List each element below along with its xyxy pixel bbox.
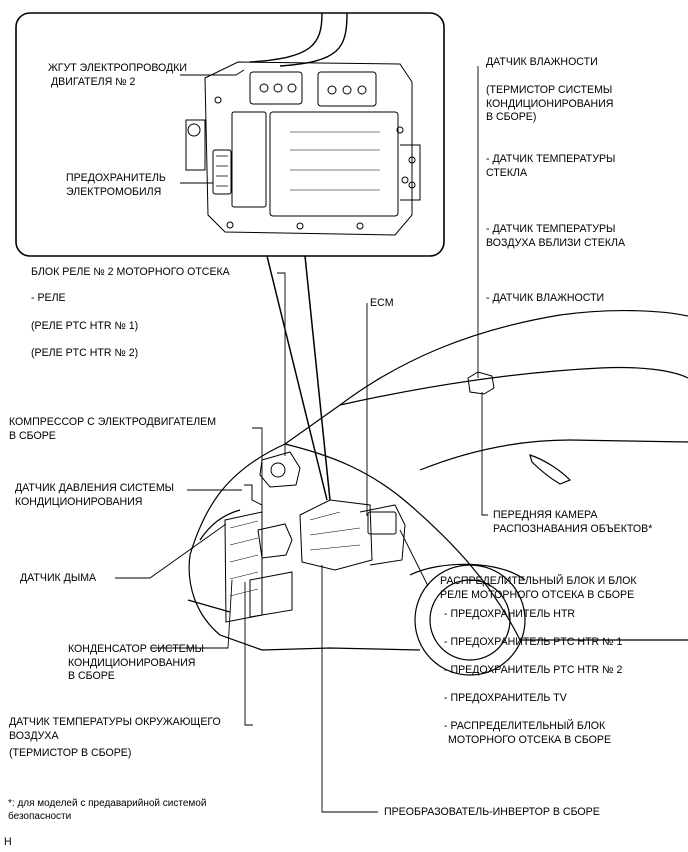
junction-line1: РАСПРЕДЕЛИТЕЛЬНЫЙ БЛОК И БЛОК <box>440 575 637 587</box>
condenser-line3: В СБОРЕ <box>68 670 115 682</box>
pressure-sensor-label: ДАТЧИК ДАВЛЕНИЯ СИСТЕМЫ КОНДИЦИОНИРОВАНИ… <box>15 482 174 509</box>
harness-label: ЖГУТ ЭЛЕКТРОПРОВОДКИ ДВИГАТЕЛЯ № 2 <box>48 62 188 89</box>
thermistor-ac-line1: (ТЕРМИСТОР СИСТЕМЫ <box>486 84 613 96</box>
compressor-line1: КОМПРЕССОР С ЭЛЕКТРОДВИГАТЕЛЕМ <box>9 416 217 428</box>
inverter-inset-drawing <box>185 61 421 236</box>
leader-harness <box>180 69 245 76</box>
glass-temp-line1: - ДАТЧИК ТЕМПЕРАТУРЫ <box>486 153 616 165</box>
footnote: *: для моделей с предаварийной системой … <box>8 797 206 823</box>
camera-line1: ПЕРЕДНЯЯ КАМЕРА <box>493 509 598 521</box>
junction-line2: РЕЛЕ МОТОРНОГО ОТСЕКА В СБОРЕ <box>440 588 635 601</box>
inset-callout-right <box>304 255 331 501</box>
glass-temp-line2: СТЕКЛА <box>486 166 528 179</box>
air-temp-line2: ВОЗДУХА ВБЛИЗИ СТЕКЛА <box>486 236 626 249</box>
humidity-title: ДАТЧИК ВЛАЖНОСТИ <box>486 56 598 68</box>
relay-ptc1: (РЕЛЕ PTC HTR № 1) <box>31 320 139 332</box>
pressure-line2: КОНДИЦИОНИРОВАНИЯ <box>15 495 143 508</box>
air-temp-line1: - ДАТЧИК ТЕМПЕРАТУРЫ <box>486 223 616 235</box>
corner-mark: H <box>4 836 12 848</box>
pressure-line1: ДАТЧИК ДАВЛЕНИЯ СИСТЕМЫ <box>15 482 175 494</box>
smoke-sensor-label: ДАТЧИК ДЫМА <box>20 572 97 584</box>
inset-callout-left <box>266 255 328 501</box>
engine-block-label: - РАСПРЕДЕЛИТЕЛЬНЫЙ БЛОК МОТОРНОГО ОТСЕК… <box>444 720 611 747</box>
harness-line1: ЖГУТ ЭЛЕКТРОПРОВОДКИ <box>48 62 188 74</box>
ev-fuse-line1: ПРЕДОХРАНИТЕЛЬ <box>66 172 166 184</box>
inset-frame <box>15 12 445 257</box>
fuse-ptc2: - ПРЕДОХРАНИТЕЛЬ PTC HTR № 2 <box>444 664 623 676</box>
inset-cable <box>249 12 323 63</box>
ambient-line1: ДАТЧИК ТЕМПЕРАТУРЫ ОКРУЖАЮЩЕГО <box>9 716 221 728</box>
fuse-tv: - ПРЕДОХРАНИТЕЛЬ TV <box>444 692 567 704</box>
compressor-label: КОМПРЕССОР С ЭЛЕКТРОДВИГАТЕЛЕМ В СБОРЕ <box>9 416 216 443</box>
fuse-htr: - ПРЕДОХРАНИТЕЛЬ HTR <box>444 608 576 620</box>
ev-fuse-label: ПРЕДОХРАНИТЕЛЬ ЭЛЕКТРОМОБИЛЯ <box>66 172 176 199</box>
leader-lines <box>115 66 488 813</box>
thermistor-label: (ТЕРМИСТОР В СБОРЕ) <box>9 747 132 759</box>
fuse-ptc1: - ПРЕДОХРАНИТЕЛЬ PTC HTR № 1 <box>444 636 623 648</box>
thermistor-ac-label: (ТЕРМИСТОР СИСТЕМЫ КОНДИЦИОНИРОВАНИЯ В С… <box>486 84 613 125</box>
humidity-item: - ДАТЧИК ВЛАЖНОСТИ <box>486 292 605 304</box>
engine-block-line1: - РАСПРЕДЕЛИТЕЛЬНЫЙ БЛОК <box>444 720 606 732</box>
condenser-line1: КОНДЕНСАТОР СИСТЕМЫ <box>68 643 205 655</box>
harness-line2: ДВИГАТЕЛЯ № 2 <box>51 75 136 88</box>
footnote-line2: безопасности <box>8 811 72 822</box>
inverter-label: ПРЕОБРАЗОВАТЕЛЬ-ИНВЕРТОР В СБОРЕ <box>384 806 600 818</box>
ev-fuse-line2: ЭЛЕКТРОМОБИЛЯ <box>66 185 162 198</box>
camera-label: ПЕРЕДНЯЯ КАМЕРА РАСПОЗНАВАНИЯ ОБЪЕКТОВ* <box>493 509 652 536</box>
condenser-label: КОНДЕНСАТОР СИСТЕМЫ КОНДИЦИОНИРОВАНИЯ В … <box>68 643 204 684</box>
thermistor-ac-line3: В СБОРЕ) <box>486 111 537 123</box>
relay-ptc2: (РЕЛЕ PTC HTR № 2) <box>31 347 139 359</box>
relay-block-title: БЛОК РЕЛЕ № 2 МОТОРНОГО ОТСЕКА <box>31 266 230 278</box>
ecm-label: ECM <box>370 297 394 309</box>
glass-temp-label: - ДАТЧИК ТЕМПЕРАТУРЫ СТЕКЛА <box>486 153 615 180</box>
engine-parts <box>224 371 495 623</box>
inset-cable <box>279 12 348 67</box>
vehicle-drawing <box>187 309 688 676</box>
thermistor-ac-line2: КОНДИЦИОНИРОВАНИЯ <box>486 97 614 110</box>
condenser-line2: КОНДИЦИОНИРОВАНИЯ <box>68 656 196 669</box>
air-temp-label: - ДАТЧИК ТЕМПЕРАТУРЫ ВОЗДУХА ВБЛИЗИ СТЕК… <box>486 223 625 250</box>
footnote-line1: *: для моделей с предаварийной системой <box>8 798 207 809</box>
junction-label: РАСПРЕДЕЛИТЕЛЬНЫЙ БЛОК И БЛОК РЕЛЕ МОТОР… <box>440 575 637 602</box>
ambient-sensor-label: ДАТЧИК ТЕМПЕРАТУРЫ ОКРУЖАЮЩЕГО ВОЗДУХА <box>9 716 221 743</box>
camera-line2: РАСПОЗНАВАНИЯ ОБЪЕКТОВ* <box>493 522 653 535</box>
ambient-line2: ВОЗДУХА <box>9 729 59 742</box>
engine-block-line2: МОТОРНОГО ОТСЕКА В СБОРЕ <box>448 733 612 746</box>
relay-item: - РЕЛЕ <box>31 292 66 304</box>
compressor-line2: В СБОРЕ <box>9 429 56 442</box>
